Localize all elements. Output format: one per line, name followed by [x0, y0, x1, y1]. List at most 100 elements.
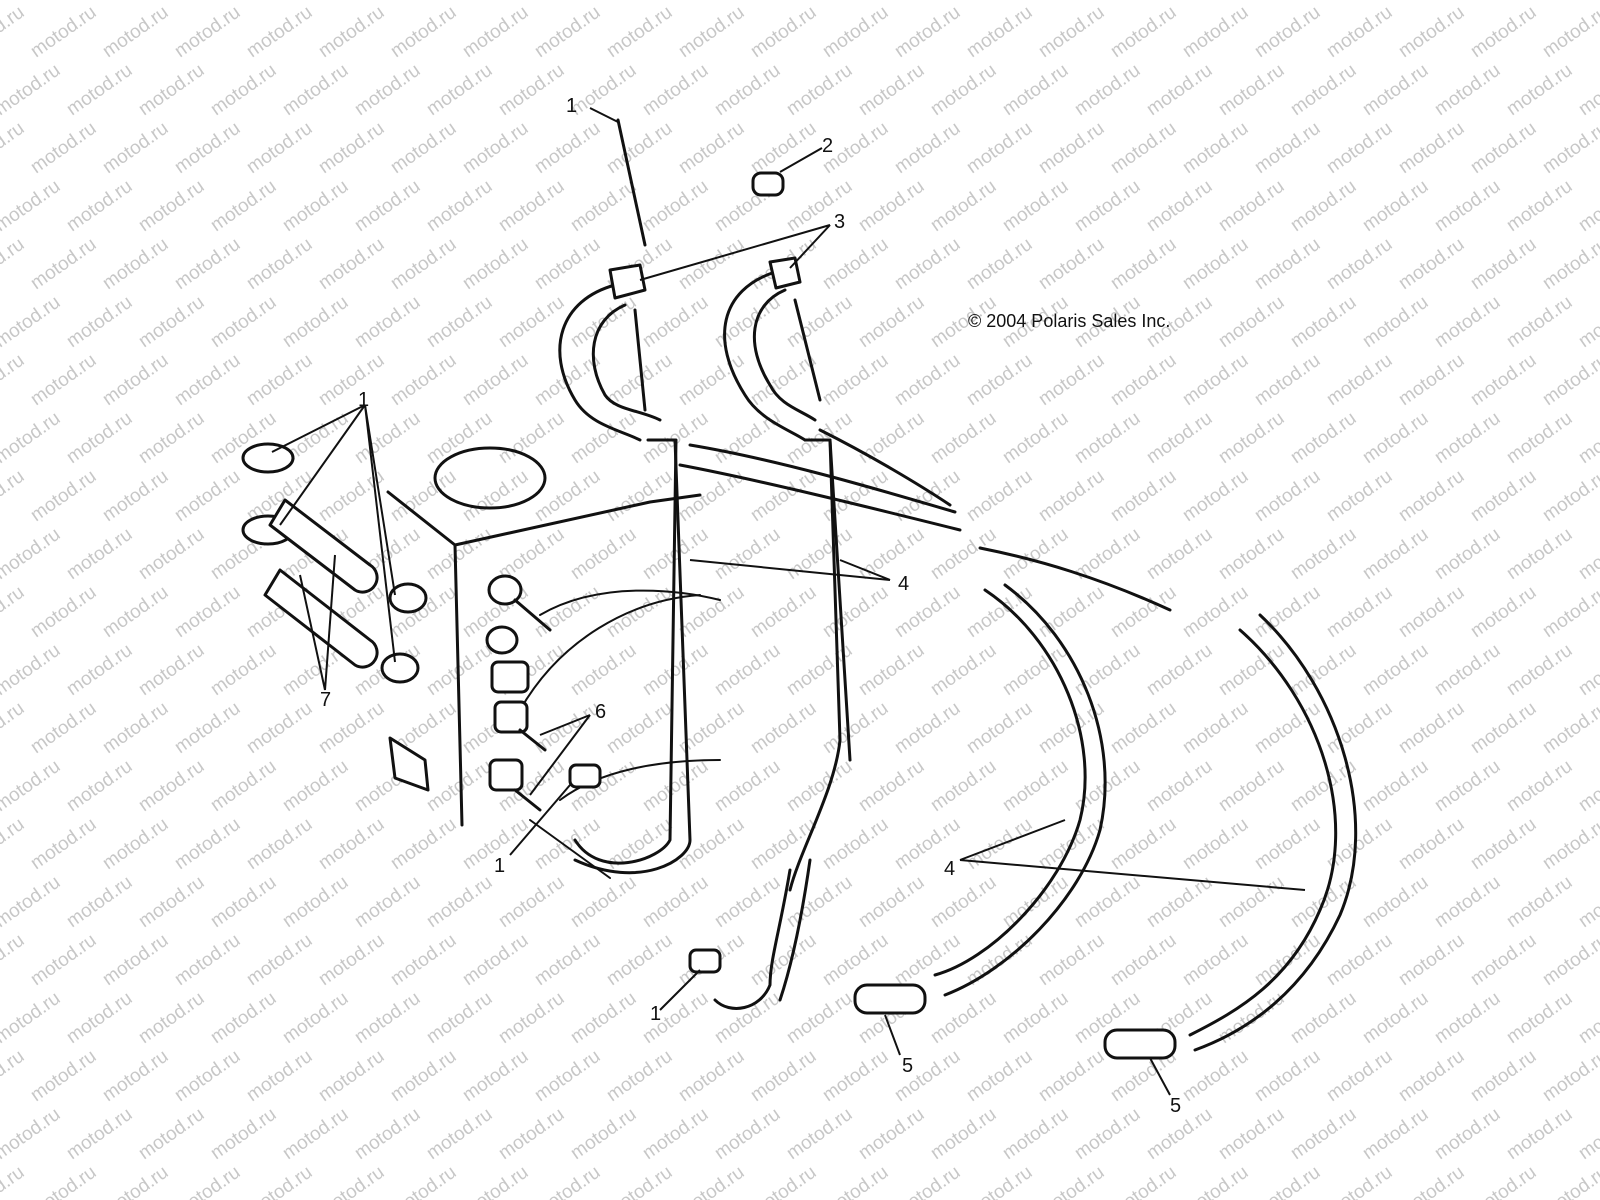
watermark-text: motod.ru [315, 234, 388, 294]
watermark-text: motod.ru [27, 930, 100, 990]
watermark-text: motod.ru [855, 408, 928, 468]
watermark-text: motod.ru [459, 1162, 532, 1200]
watermark-text: motod.ru [1143, 408, 1216, 468]
watermark-text: motod.ru [99, 234, 172, 294]
watermark-text: motod.ru [927, 0, 1000, 4]
watermark-text: motod.ru [1179, 1162, 1252, 1200]
watermark-text: motod.ru [819, 1046, 892, 1106]
watermark-text: motod.ru [315, 1162, 388, 1200]
watermark-text: motod.ru [927, 872, 1000, 932]
watermark-text: motod.ru [0, 2, 28, 62]
watermark-text: motod.ru [1287, 60, 1360, 120]
vent-hose-right [713, 270, 852, 1010]
watermark-text: motod.ru [819, 698, 892, 758]
watermark-text: motod.ru [531, 466, 604, 526]
watermark-text: motod.ru [0, 930, 28, 990]
watermark-text: motod.ru [783, 60, 856, 120]
callout-3: 3 [834, 211, 845, 233]
watermark-text: motod.ru [1539, 930, 1600, 990]
watermark-text: motod.ru [387, 930, 460, 990]
watermark-text: motod.ru [963, 698, 1036, 758]
watermark-text: motod.ru [0, 872, 64, 932]
watermark-text: motod.ru [1251, 118, 1324, 178]
watermark-text: motod.ru [1359, 640, 1432, 700]
watermark-text: motod.ru [1359, 60, 1432, 120]
watermark-text: motod.ru [171, 2, 244, 62]
watermark-text: motod.ru [1107, 1162, 1180, 1200]
watermark-text: motod.ru [747, 1046, 820, 1106]
watermark-text: motod.ru [1215, 1104, 1288, 1164]
watermark-text: motod.ru [207, 60, 280, 120]
watermark-text: motod.ru [711, 292, 784, 352]
watermark-text: motod.ru [891, 234, 964, 294]
watermark-text: motod.ru [63, 872, 136, 932]
watermark-text: motod.ru [0, 0, 64, 4]
watermark-text: motod.ru [1071, 872, 1144, 932]
watermark-text: motod.ru [963, 2, 1036, 62]
watermark-text: motod.ru [963, 582, 1036, 642]
watermark-text: motod.ru [567, 60, 640, 120]
watermark-text: motod.ru [1251, 2, 1324, 62]
watermark-text: motod.ru [1539, 234, 1600, 294]
watermark-text: motod.ru [891, 1162, 964, 1200]
watermark-text: motod.ru [1179, 2, 1252, 62]
watermark-text: motod.ru [1431, 988, 1504, 1048]
watermark-text: motod.ru [531, 118, 604, 178]
watermark-text: motod.ru [99, 350, 172, 410]
watermark-text: motod.ru [0, 60, 64, 120]
watermark-text: motod.ru [1179, 814, 1252, 874]
watermark-text: motod.ru [1467, 698, 1540, 758]
watermark-text: motod.ru [1323, 582, 1396, 642]
watermark-text: motod.ru [387, 814, 460, 874]
watermark-text: motod.ru [315, 118, 388, 178]
watermark-text: motod.ru [99, 466, 172, 526]
watermark-text: motod.ru [1467, 814, 1540, 874]
watermark-text: motod.ru [1179, 1046, 1252, 1106]
watermark-text: motod.ru [1467, 2, 1540, 62]
watermark-text: motod.ru [1179, 118, 1252, 178]
watermark-text: motod.ru [1431, 1104, 1504, 1164]
watermark-text: motod.ru [1035, 466, 1108, 526]
watermark-text: motod.ru [243, 118, 316, 178]
watermark-text: motod.ru [63, 60, 136, 120]
watermark-text: motod.ru [207, 756, 280, 816]
watermark-text: motod.ru [279, 176, 352, 236]
watermark-text: motod.ru [279, 756, 352, 816]
watermark-text: motod.ru [1251, 1162, 1324, 1200]
watermark-text: motod.ru [999, 1104, 1072, 1164]
watermark-text: motod.ru [999, 60, 1072, 120]
watermark-text: motod.ru [1539, 466, 1600, 526]
watermark-text: motod.ru [387, 466, 460, 526]
watermark-text: motod.ru [387, 2, 460, 62]
watermark-text: motod.ru [1107, 698, 1180, 758]
watermark-text: motod.ru [567, 176, 640, 236]
watermark-text: motod.ru [135, 988, 208, 1048]
watermark-text: motod.ru [387, 234, 460, 294]
watermark-text: motod.ru [1431, 60, 1504, 120]
watermark-text: motod.ru [747, 1162, 820, 1200]
watermark-text: motod.ru [1179, 234, 1252, 294]
watermark-text: motod.ru [459, 118, 532, 178]
watermark-text: motod.ru [99, 582, 172, 642]
watermark-text: motod.ru [531, 582, 604, 642]
watermark-text: motod.ru [1323, 118, 1396, 178]
watermark-text: motod.ru [1503, 756, 1576, 816]
callout-4: 4 [898, 573, 909, 595]
watermark-text: motod.ru [1575, 60, 1600, 120]
watermark-text: motod.ru [1035, 350, 1108, 410]
watermark-text: motod.ru [783, 756, 856, 816]
watermark-text: motod.ru [1035, 1046, 1108, 1106]
watermark-text: motod.ru [495, 1104, 568, 1164]
watermark-text: motod.ru [927, 756, 1000, 816]
watermark-text: motod.ru [279, 988, 352, 1048]
long-hose-upper [678, 428, 1172, 997]
watermark-text: motod.ru [1431, 524, 1504, 584]
watermark-text: motod.ru [351, 408, 424, 468]
watermark-text: motod.ru [459, 466, 532, 526]
watermark-text: motod.ru [1251, 350, 1324, 410]
watermark-text: motod.ru [711, 60, 784, 120]
watermark-text: motod.ru [1143, 0, 1216, 4]
watermark-text: motod.ru [423, 292, 496, 352]
watermark-text: motod.ru [1539, 1162, 1600, 1200]
watermark-text: motod.ru [1179, 350, 1252, 410]
